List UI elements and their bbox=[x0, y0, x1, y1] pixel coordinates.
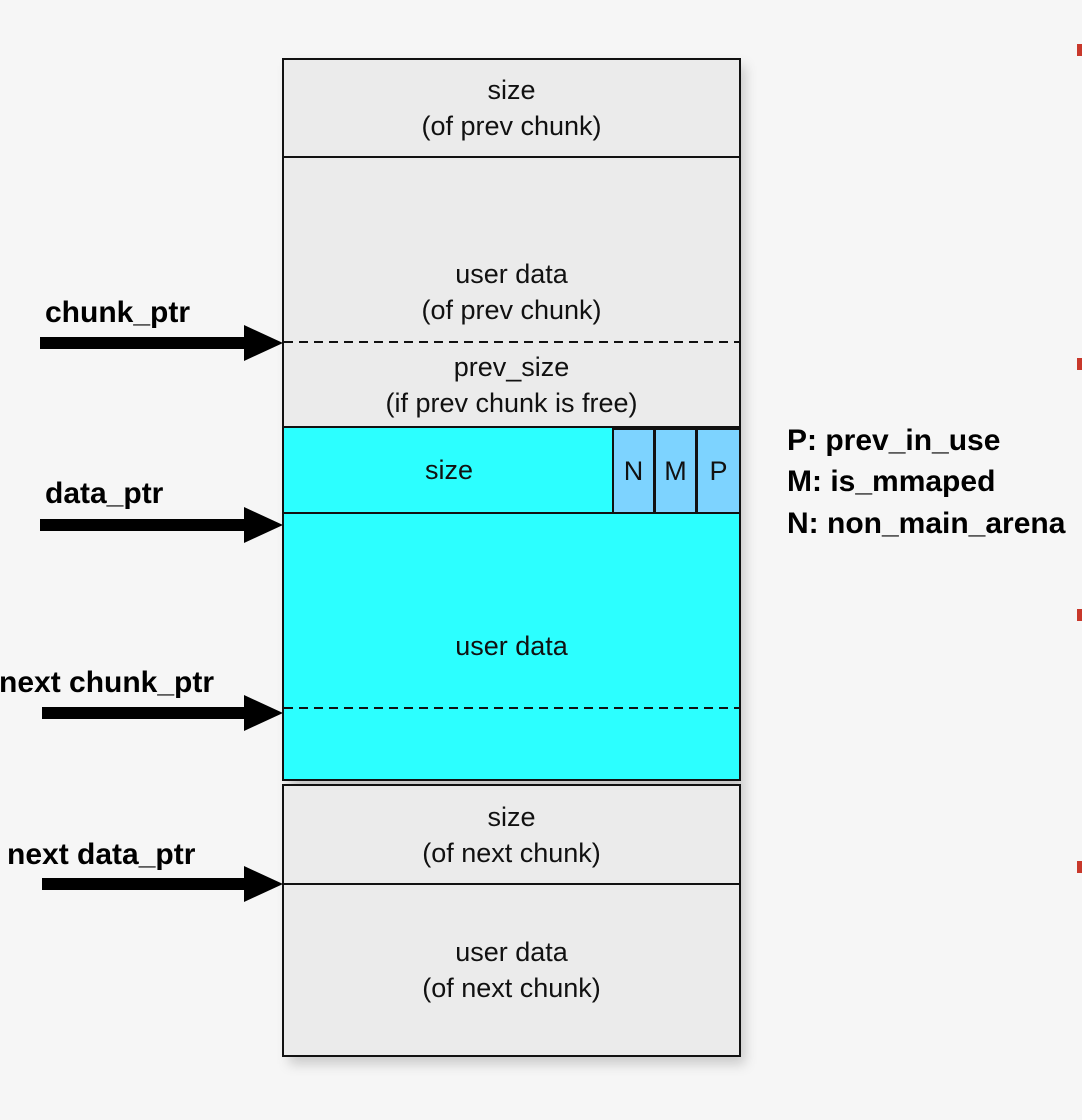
flag-n-cell: N bbox=[612, 428, 655, 514]
arrow-data-ptr bbox=[40, 507, 283, 543]
bullet-mark-1 bbox=[1077, 44, 1082, 56]
block-size-of-prev-line2: (of prev chunk) bbox=[421, 111, 602, 141]
label-data-ptr: data_ptr bbox=[45, 477, 164, 510]
block-user-data-of-prev-line1: user data bbox=[455, 259, 568, 289]
block-user-data: user data bbox=[282, 512, 741, 781]
flag-n-label: N bbox=[623, 455, 644, 486]
block-prev-size-line2: (if prev chunk is free) bbox=[385, 388, 638, 418]
block-prev-size: prev_size (if prev chunk is free) bbox=[282, 342, 741, 428]
legend-n: N: non_main_arena bbox=[787, 507, 1066, 540]
block-prev-size-line1: prev_size bbox=[453, 352, 570, 382]
block-size-line1: size bbox=[424, 455, 473, 485]
block-size-of-prev-line1: size bbox=[487, 75, 536, 105]
bullet-mark-3 bbox=[1077, 609, 1082, 621]
legend-p: P: prev_in_use bbox=[787, 424, 1001, 457]
label-next-chunk-ptr: next chunk_ptr bbox=[0, 666, 215, 699]
block-user-data-of-next-line2: (of next chunk) bbox=[422, 973, 601, 1003]
block-user-data-of-next-line1: user data bbox=[455, 937, 568, 967]
block-size-of-next-line1: size bbox=[487, 801, 536, 832]
flag-p-label: P bbox=[709, 455, 728, 486]
arrow-chunk-ptr bbox=[40, 325, 283, 361]
block-user-data-of-prev-line2: (of prev chunk) bbox=[421, 295, 602, 325]
legend-m: M: is_mmaped bbox=[787, 465, 996, 498]
block-user-data-line1: user data bbox=[455, 631, 568, 661]
flag-m-label: M bbox=[664, 455, 687, 486]
bullet-mark-4 bbox=[1077, 861, 1082, 873]
block-user-data-of-prev-chunk: user data (of prev chunk) bbox=[282, 156, 741, 342]
bullet-mark-2 bbox=[1077, 358, 1082, 370]
block-size-of-next-line2: (of next chunk) bbox=[422, 837, 601, 868]
block-size-of-prev-chunk: size (of prev chunk) bbox=[282, 58, 741, 158]
flag-m-cell: M bbox=[654, 428, 697, 514]
block-user-data-of-next-chunk: user data (of next chunk) bbox=[282, 883, 741, 1057]
label-chunk-ptr: chunk_ptr bbox=[45, 296, 191, 329]
block-size-of-next-chunk: size (of next chunk) bbox=[282, 784, 741, 885]
arrow-next-chunk-ptr bbox=[42, 695, 283, 731]
label-next-data-ptr: next data_ptr bbox=[7, 838, 196, 871]
arrow-next-data-ptr bbox=[42, 866, 283, 902]
